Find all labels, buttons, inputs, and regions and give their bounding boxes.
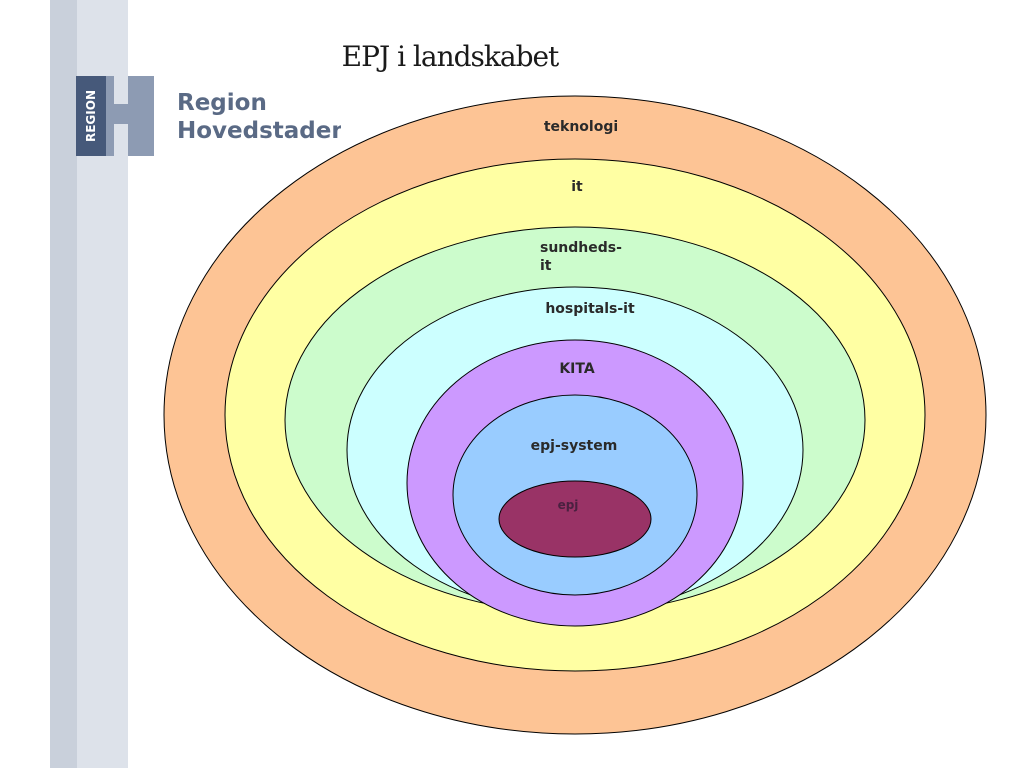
- label-epj-system: epj-system: [531, 438, 618, 454]
- logo-line1: Region: [177, 90, 267, 116]
- label-hospitals-it: hospitals-it: [545, 301, 635, 317]
- label-sundheds-it-line2: it: [540, 258, 552, 274]
- slide-title: EPJ i landskabet: [341, 40, 560, 73]
- label-kita: KITA: [559, 361, 595, 377]
- label-it: it: [571, 179, 583, 195]
- side-band-accent: [50, 0, 77, 768]
- region-hovedstaden-logo: REGION Region Hovedstaden: [76, 76, 341, 156]
- label-sundheds-it-line1: sundheds-: [540, 240, 622, 256]
- label-epj: epj: [558, 498, 579, 512]
- ring-epj: [498, 480, 652, 558]
- label-teknologi: teknologi: [544, 119, 618, 135]
- logo-h-mark: [76, 76, 154, 156]
- logo-line2: Hovedstaden: [177, 118, 341, 144]
- logo-vertical-text: REGION: [84, 90, 98, 142]
